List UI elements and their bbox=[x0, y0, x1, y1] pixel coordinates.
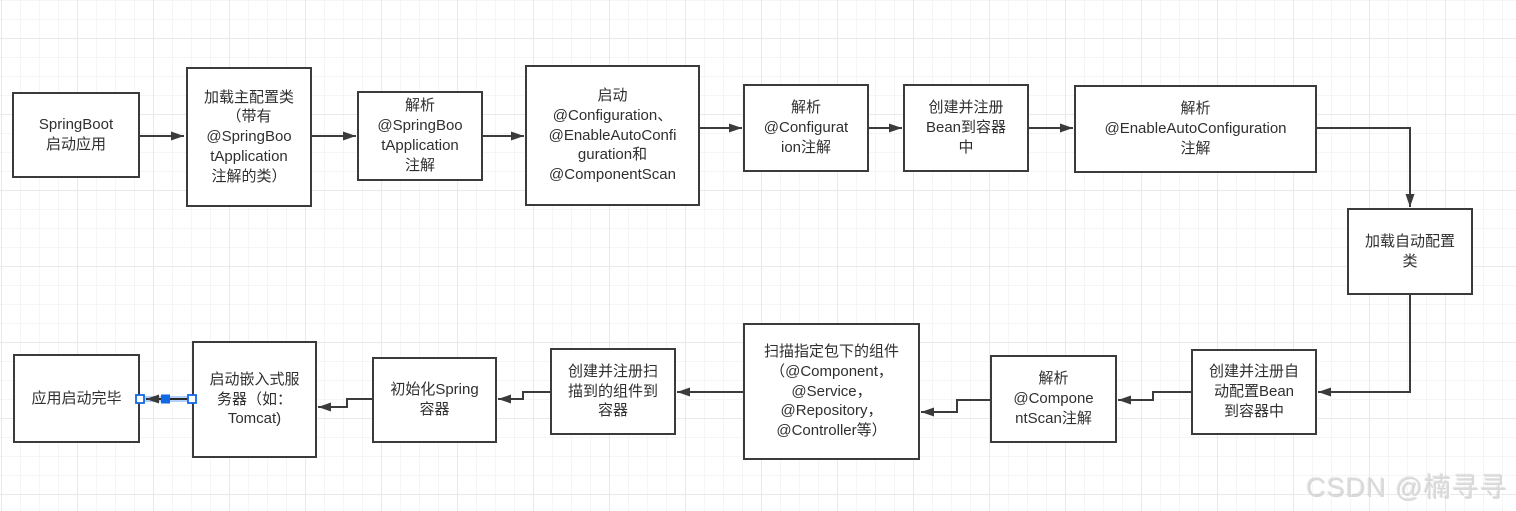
node-register-bean[interactable]: 创建并注册 Bean到容器 中 bbox=[903, 84, 1029, 172]
node-register-auto-config-bean[interactable]: 创建并注册自 动配置Bean 到容器中 bbox=[1191, 349, 1317, 435]
node-label: 初始化Spring 容器 bbox=[390, 381, 479, 418]
node-label: 加载自动配置 类 bbox=[1364, 232, 1455, 270]
node-label: 解析 @SpringBoo tApplication 注解 bbox=[377, 97, 463, 174]
node-label: 启动嵌入式服 务器（如： Tomcat) bbox=[209, 370, 300, 428]
node-start-embedded-server[interactable]: 启动嵌入式服 务器（如： Tomcat) bbox=[192, 341, 317, 458]
connector-midpoint-handle[interactable] bbox=[161, 394, 170, 404]
connector-reg-auto-to-parse-cs[interactable] bbox=[1118, 391, 1191, 405]
node-init-spring-container[interactable]: 初始化Spring 容器 bbox=[372, 357, 497, 443]
node-parse-enableautoconfiguration[interactable]: 解析 @EnableAutoConfiguration 注解 bbox=[1074, 85, 1317, 173]
node-label: 解析 @EnableAutoConfiguration 注解 bbox=[1104, 100, 1287, 157]
node-parse-configuration[interactable]: 解析 @Configurat ion注解 bbox=[743, 84, 869, 172]
node-label: 解析 @Compone ntScan注解 bbox=[1013, 370, 1094, 427]
node-parse-componentscan[interactable]: 解析 @Compone ntScan注解 bbox=[990, 355, 1117, 443]
node-scan-components[interactable]: 扫描指定包下的组件 （@Component， @Service， @Reposi… bbox=[743, 323, 920, 460]
node-register-scanned-components[interactable]: 创建并注册扫 描到的组件到 容器 bbox=[550, 348, 676, 435]
node-load-main-config[interactable]: 加载主配置类 （带有 @SpringBoo tApplication 注解的类） bbox=[186, 67, 312, 207]
node-label: SpringBoot 启动应用 bbox=[38, 116, 114, 153]
node-label: 创建并注册 Bean到容器 中 bbox=[925, 99, 1007, 156]
node-label: 启动 @Configuration、 @EnableAutoConfi gura… bbox=[548, 87, 677, 184]
node-app-started[interactable]: 应用启动完毕 bbox=[13, 354, 140, 443]
connector-parse-cs-to-scan[interactable] bbox=[921, 399, 990, 417]
connector-parse-eac-to-load-auto[interactable] bbox=[1317, 127, 1415, 207]
node-start-annotations[interactable]: 启动 @Configuration、 @EnableAutoConfi gura… bbox=[525, 65, 700, 206]
node-label: 解析 @Configurat ion注解 bbox=[763, 99, 849, 156]
node-load-auto-config[interactable]: 加载自动配置 类 bbox=[1347, 208, 1473, 295]
node-label: 创建并注册自 动配置Bean 到容器中 bbox=[1208, 363, 1299, 420]
node-label: 加载主配置类 （带有 @SpringBoo tApplication 注解的类） bbox=[203, 88, 294, 185]
node-label: 创建并注册扫 描到的组件到 容器 bbox=[567, 362, 658, 420]
connector-load-auto-to-reg-auto[interactable] bbox=[1318, 295, 1411, 397]
connector-server-to-done-selected[interactable] bbox=[135, 394, 197, 404]
connector-init-to-start-server[interactable] bbox=[318, 398, 372, 412]
node-parse-springbootapplication[interactable]: 解析 @SpringBoo tApplication 注解 bbox=[357, 91, 483, 181]
node-label: 应用启动完毕 bbox=[31, 389, 122, 407]
connector-reg-scanned-to-init[interactable] bbox=[498, 391, 550, 404]
csdn-watermark: CSDN @楠寻寻 bbox=[1306, 473, 1508, 503]
node-label: 扫描指定包下的组件 （@Component， @Service， @Reposi… bbox=[763, 343, 899, 440]
node-springboot-start[interactable]: SpringBoot 启动应用 bbox=[12, 92, 140, 178]
